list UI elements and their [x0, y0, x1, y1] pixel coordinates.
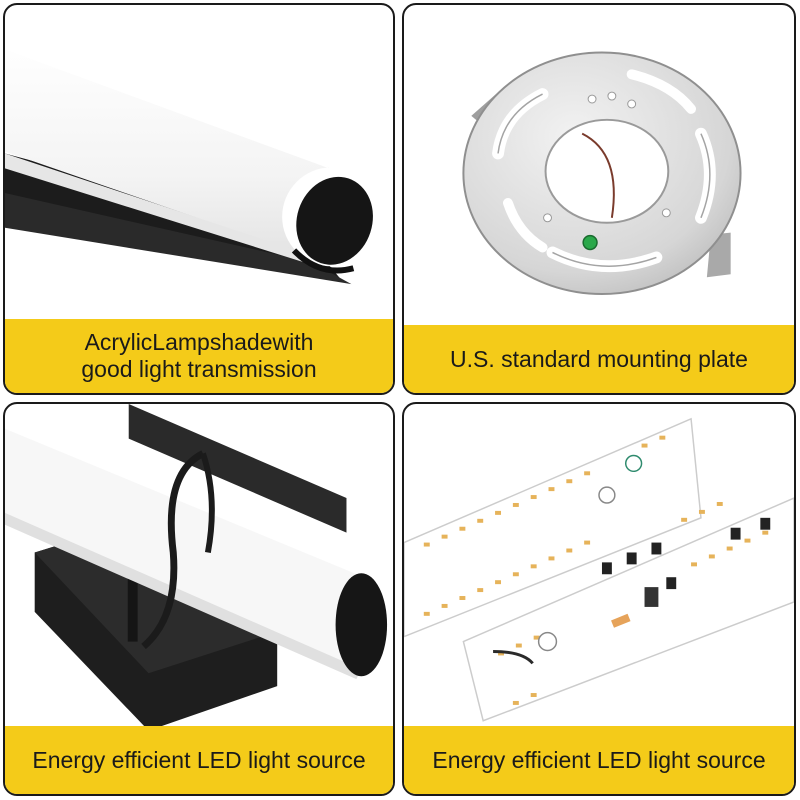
caption-line-1: AcrylicLampshadewith	[84, 329, 314, 355]
panel-acrylic-lampshade: AcrylicLampshadewith good light transmis…	[3, 3, 395, 395]
caption-line-1: Energy efficient LED light source	[432, 746, 766, 773]
panel-led-driver-boards: Energy efficient LED light source	[402, 402, 796, 796]
caption-line-2: good light transmission	[81, 356, 317, 382]
panel-wall-mount-fixture: Energy efficient LED light source	[3, 402, 395, 796]
caption-acrylic-lampshade: AcrylicLampshadewith good light transmis…	[5, 319, 393, 393]
wall-mount-fixture-image	[5, 404, 388, 731]
caption-wall-mount-fixture: Energy efficient LED light source	[5, 726, 393, 794]
led-driver-boards-image	[404, 417, 794, 722]
caption-line-1: Energy efficient LED light source	[32, 746, 366, 773]
caption-mounting-plate: U.S. standard mounting plate	[404, 325, 794, 393]
acrylic-lampshade-image	[5, 34, 382, 285]
caption-line-1: U.S. standard mounting plate	[450, 345, 748, 372]
mounting-plate-image	[462, 51, 742, 296]
caption-led-driver-boards: Energy efficient LED light source	[404, 726, 794, 794]
panel-mounting-plate: U.S. standard mounting plate	[402, 3, 796, 395]
